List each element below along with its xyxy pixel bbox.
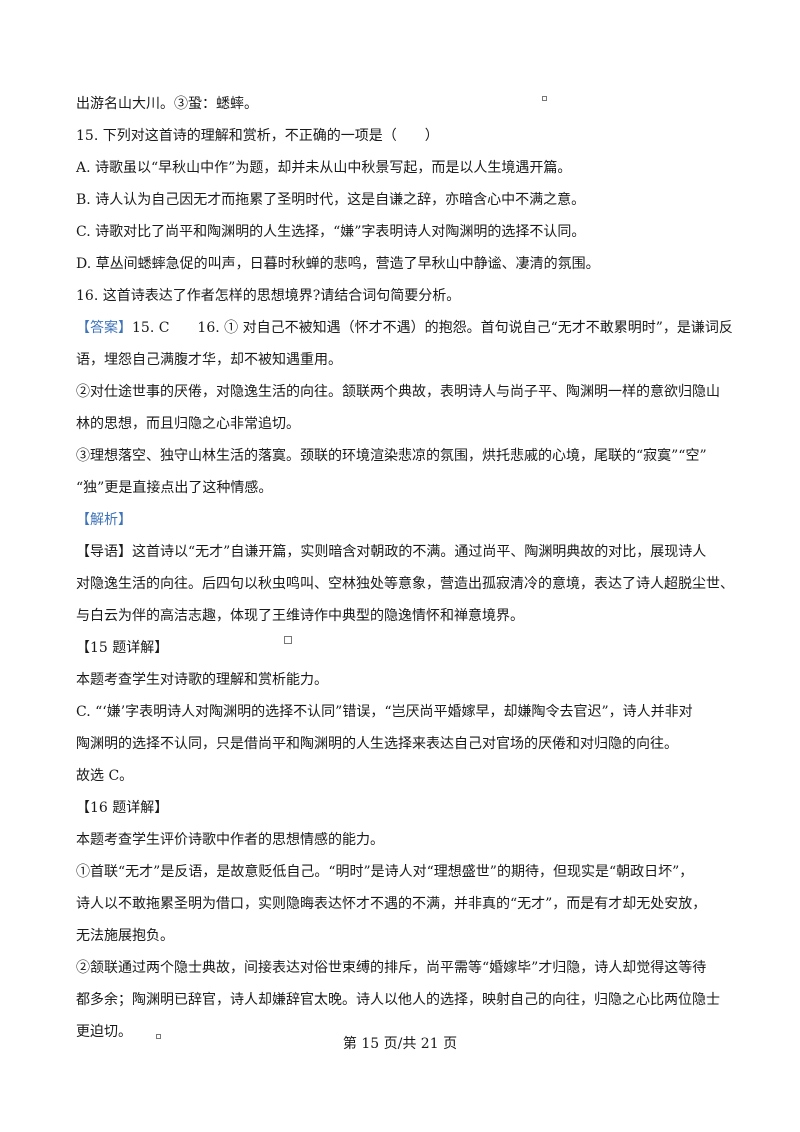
answer-line: 【答案】15. C 16. ① 对自己不被知遇（怀才不遇）的抱怨。首句说自己“无… [76,318,736,338]
square-mark-icon [542,96,547,101]
answer-label: 【答案】 [76,320,132,336]
text-line: C. “‘嫌’字表明诗人对陶渊明的选择不认同”错误，“岂厌尚平婚嫁早，却嫌陶令去… [76,704,693,720]
text-line: ③理想落空、独守山林生活的落寞。颈联的环境渲染悲凉的氛围，烘托悲戚的心境，尾联的… [76,448,707,464]
square-mark-icon [156,1034,161,1039]
text-line: 陶渊明的选择不认同，只是借尚平和陶渊明的人生选择来表达自己对官场的厌倦和对归隐的… [76,736,678,752]
text-line: 与白云为伴的高洁志趣，体现了王维诗作中典型的隐逸情怀和禅意境界。 [76,608,524,624]
text-line: 林的思想，而且归隐之心非常追切。 [76,416,300,432]
text-line: 无法施展抱负。 [76,928,174,944]
option-c: C. 诗歌对比了尚平和陶渊明的人生选择，“嫌”字表明诗人对陶渊明的选择不认同。 [76,224,586,240]
question-15: 15. 下列对这首诗的理解和赏析，不正确的一项是（ ） [76,128,439,144]
square-mark-icon [284,636,292,644]
text-line: 本题考查学生评价诗歌中作者的思想情感的能力。 [76,832,384,848]
text-line: 本题考查学生对诗歌的理解和赏析能力。 [76,672,328,688]
text-line: “独”更是直接点出了这种情感。 [76,480,273,496]
text-line: ①首联“无才”是反语，是故意贬低自己。“明时”是诗人对“理想盛世”的期待，但现实… [76,864,694,880]
page-footer: 第 15 页/共 21 页 [342,1036,458,1052]
section-heading-16: 【16 题详解】 [76,800,169,816]
option-b: B. 诗人认为自己因无才而拖累了圣明时代，这是自谦之辞，亦暗含心中不满之意。 [76,192,586,208]
question-16: 16. 这首诗表达了作者怎样的思想境界?请结合词句简要分析。 [76,288,461,304]
text-line: 语，埋怨自己满腹才华，却不被知遇重用。 [76,352,342,368]
text-line: ②颔联通过两个隐士典故，间接表达对俗世束缚的排斥，尚平需等“婚嫁毕”才归隐，诗人… [76,960,707,976]
answer-text: 15. C 16. ① 对自己不被知遇（怀才不遇）的抱怨。首句说自己“无才不敢累… [132,320,733,336]
analysis-label: 【解析】 [76,512,132,528]
text-line: ②对仕途世事的厌倦，对隐逸生活的向往。颔联两个典故，表明诗人与尚子平、陶渊明一样… [76,384,720,400]
section-heading-15: 【15 题详解】 [76,640,169,656]
text-line: 更迫切。 [76,1024,132,1040]
text-line: 诗人以不敢拖累圣明为借口，实则隐晦表达怀才不遇的不满，并非真的“无才”，而是有才… [76,896,707,912]
option-a: A. 诗歌虽以“早秋山中作”为题，却并未从山中秋景写起，而是以人生境遇开篇。 [76,160,572,176]
text-line: 对隐逸生活的向往。后四句以秋虫鸣叫、空林独处等意象，营造出孤寂清冷的意境，表达了… [76,576,734,592]
text-line: 【导语】这首诗以“无才”自谦开篇，实则暗含对朝政的不满。通过尚平、陶渊明典故的对… [76,544,707,560]
text-line: 故选 C。 [76,768,134,784]
text-line: 都多余；陶渊明已辞官，诗人却嫌辞官太晚。诗人以他人的选择，映射自己的向往，归隐之… [76,992,720,1008]
text-line: 出游名山大川。③蛩：蟋蟀。 [76,96,258,112]
option-d: D. 草丛间蟋蟀急促的叫声，日暮时秋蝉的悲鸣，营造了早秋山中静谧、凄清的氛围。 [76,256,600,272]
